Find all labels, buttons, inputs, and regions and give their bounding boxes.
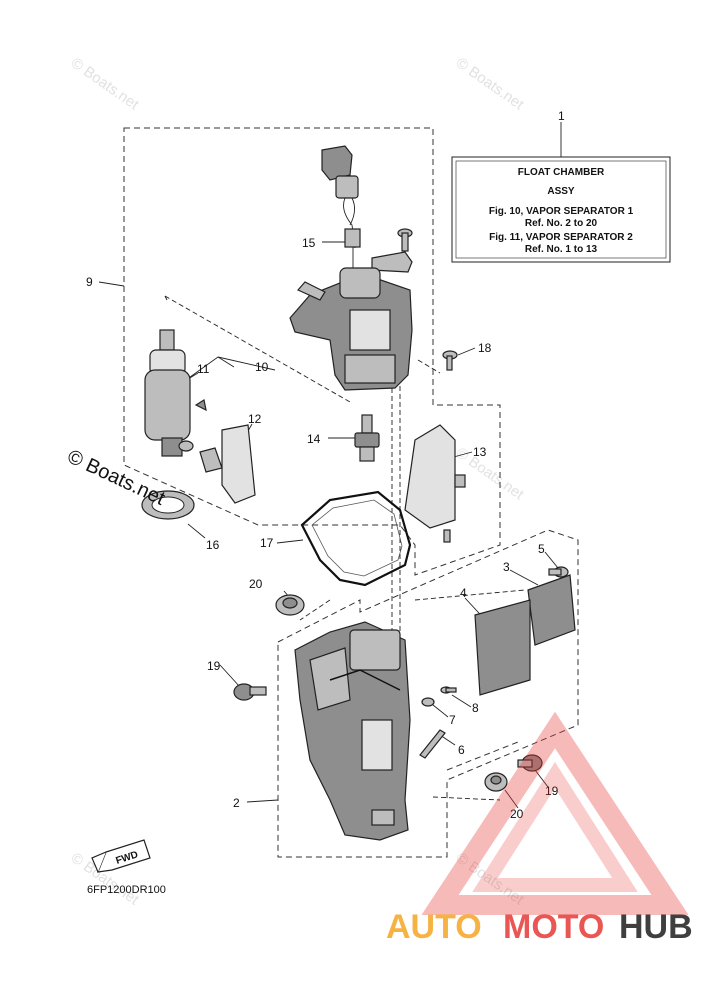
small-parts-6-7-8 (419, 686, 457, 759)
callout-3: 3 (503, 560, 510, 574)
cover-13 (404, 424, 466, 543)
connector-harness (321, 145, 361, 270)
callout-5: 5 (538, 542, 545, 556)
callout-19-right: 19 (545, 784, 559, 798)
callout-11: 11 (197, 362, 210, 376)
info-box: FLOAT CHAMBER ASSY Fig. 10, VAPOR SEPARA… (451, 156, 671, 263)
vapor-separator-top (289, 267, 413, 391)
info-box-line: Ref. No. 2 to 20 (525, 218, 598, 229)
callout-16: 16 (206, 538, 220, 552)
callout-20: 20 (249, 577, 263, 591)
gasket-17 (300, 490, 412, 587)
plate-3 (527, 574, 576, 646)
callout-7: 7 (449, 713, 456, 727)
watermark-text: © Boats.net (453, 444, 528, 503)
diagram-code: 6FP1200DR100 (87, 884, 166, 896)
info-box-subtitle: ASSY (547, 186, 575, 197)
logo-text-moto: MOTO (503, 908, 604, 946)
fwd-arrow-icon: FWD (91, 839, 151, 873)
brand-logo: AUTO MOTO HUB (386, 711, 693, 946)
screw-and-clip (371, 228, 413, 273)
pump-clamp (141, 490, 195, 520)
callout-14: 14 (307, 432, 321, 446)
callout-8: 8 (472, 701, 479, 715)
fuel-filter (194, 399, 256, 504)
assembly-outline-lower (277, 529, 579, 858)
callout-9: 9 (86, 275, 93, 289)
assembly-outline-upper (123, 127, 501, 576)
callout-18: 18 (478, 341, 492, 355)
fuel-pump (144, 329, 194, 457)
callout-19: 19 (207, 659, 221, 673)
watermark-text: © Boats.net (68, 54, 143, 113)
bolt-19 (233, 683, 267, 701)
callout-2: 2 (233, 796, 240, 810)
float-chamber-body (294, 621, 411, 841)
callout-15: 15 (302, 236, 316, 250)
callout-17: 17 (260, 536, 274, 550)
callout-4: 4 (460, 586, 467, 600)
screw-5 (548, 566, 569, 578)
plate-4 (474, 599, 531, 696)
assembly-outline-right (446, 741, 519, 771)
info-box-title: FLOAT CHAMBER (518, 167, 605, 178)
callout-1: 1 (558, 109, 565, 123)
info-box-line: Fig. 11, VAPOR SEPARATOR 2 (489, 232, 633, 243)
logo-text-hub: HUB (619, 908, 693, 946)
info-box-line: Fig. 10, VAPOR SEPARATOR 1 (489, 206, 634, 217)
bolt-19-right (517, 754, 543, 772)
callout-6: 6 (458, 743, 465, 757)
info-box-line: Ref. No. 1 to 13 (525, 244, 598, 255)
callout-12: 12 (248, 412, 262, 426)
screw-18 (442, 350, 458, 371)
grommet-20 (275, 594, 305, 616)
callout-labels: 1 9 15 18 10 11 12 14 13 16 17 20 19 2 5… (86, 109, 565, 821)
callout-13: 13 (473, 445, 487, 459)
sensor-14 (354, 414, 380, 462)
logo-text-auto: AUTO (386, 908, 482, 946)
watermark-text: © Boats.net (453, 54, 528, 113)
grommet-20-right (484, 772, 508, 792)
callout-10: 10 (255, 360, 269, 374)
logo-triangle-icon (421, 711, 689, 915)
callout-20-right: 20 (510, 807, 524, 821)
